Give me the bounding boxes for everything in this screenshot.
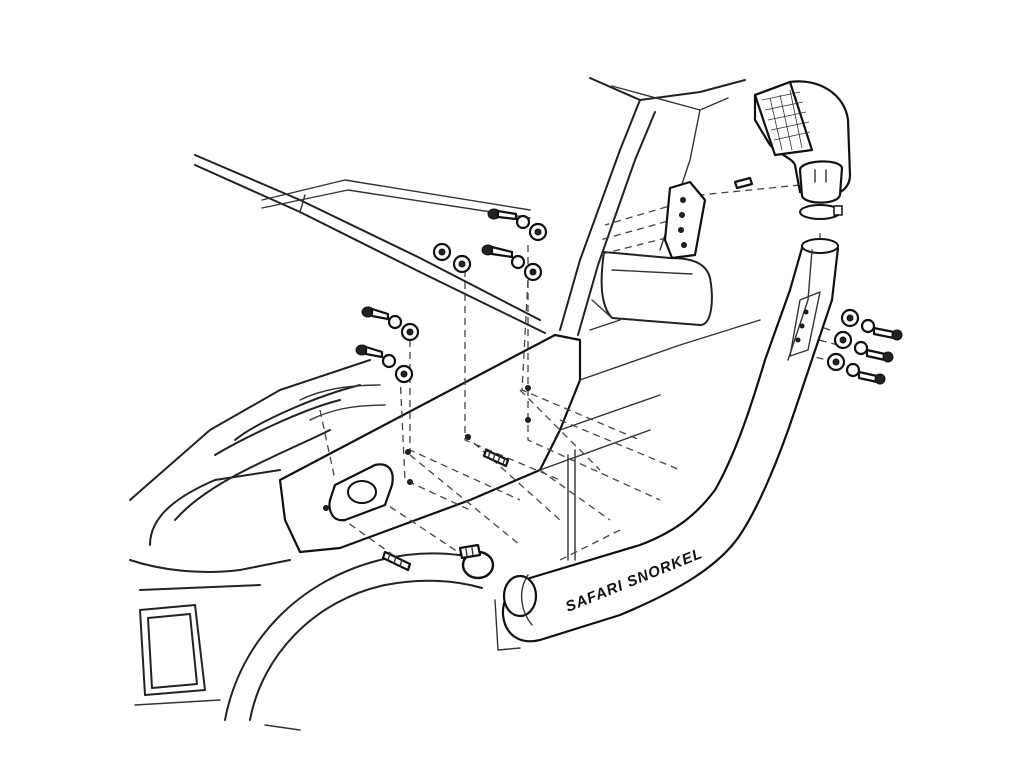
bolt-set [355,208,903,572]
mounting-holes [323,385,531,511]
lower-clamp [458,543,495,580]
bolt [487,208,548,242]
indicator-lamp [139,604,206,696]
a-pillar-bracket [663,180,707,260]
threaded-stud [381,550,412,572]
wing-through-hole [328,463,394,522]
threaded-stud [482,448,510,468]
bolt [826,352,886,385]
bracket-screw [733,176,754,190]
side-mirror [591,251,713,326]
snorkel-body: SAFARI SNORKEL [501,238,840,643]
vehicle-body [129,77,761,731]
air-ram-head [753,80,852,204]
mesh-grille [761,89,811,151]
bolt [361,306,420,342]
bolt [833,330,894,363]
bolt [840,308,903,341]
bolt [355,344,414,384]
bolt [481,244,543,282]
hose-clamp [799,204,843,220]
washer [432,242,472,274]
